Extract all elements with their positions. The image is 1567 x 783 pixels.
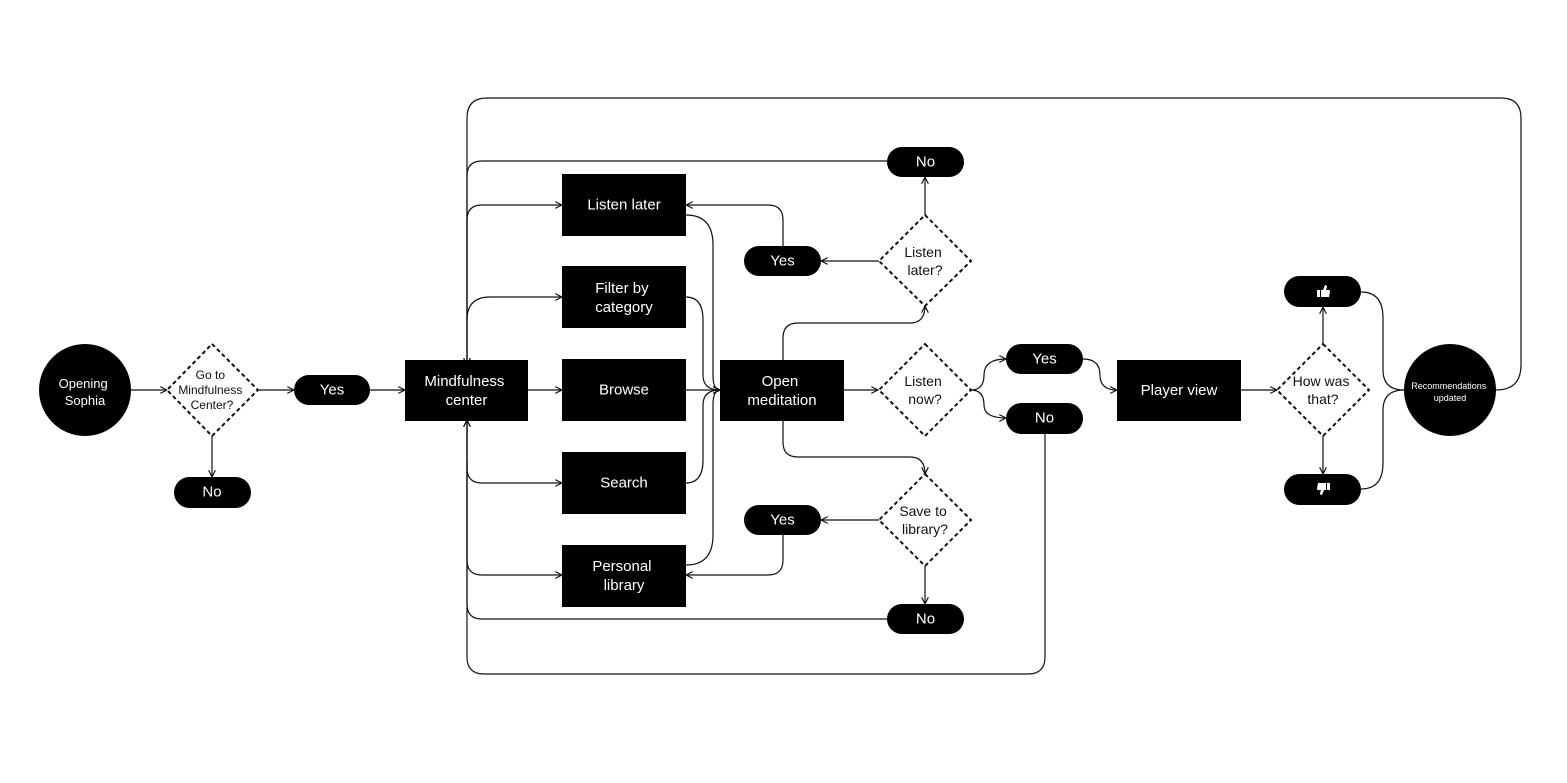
node-browse-label: Browse [599,382,649,399]
node-filter-by-category[interactable]: Filter by category [562,266,686,328]
edge-yes-now-to-player [1082,358,1117,390]
terminal-yes-listen-now-label: Yes [1032,351,1056,368]
node-listen-later-label: Listen later [587,197,660,214]
node-open-meditation-label: Open meditation [747,373,816,409]
thumbs-up-icon [1317,285,1330,297]
terminal-no-listen-later-label: No [916,154,935,171]
decision-how-was-that[interactable]: How was that? [1275,342,1371,438]
node-recommendations-updated[interactable]: Recommendations updated [1404,344,1496,436]
node-filter-by-category-label: Filter by category [595,280,653,316]
decision-listen-later-label: Listen later? [904,244,945,278]
edge-search-to-open [685,390,720,484]
node-search-label: Search [600,475,648,492]
edge-center-to-listen-later [466,205,562,380]
terminal-no-listen-now[interactable]: No [1006,403,1083,434]
edge-center-to-filter [466,297,562,321]
node-player-view[interactable]: Player view [1117,360,1241,421]
edge-center-to-search [466,420,562,483]
terminal-no-start-label: No [202,484,221,501]
node-opening-sophia[interactable]: Opening Sophia [39,344,131,436]
edge-thumbs-down-to-recommendations [1360,389,1405,490]
edge-listen-now-to-yes [970,359,1006,391]
edge-recommendations-to-center [467,97,1522,391]
node-personal-library-label: Personal library [592,558,655,594]
thumbs-down-icon [1317,483,1330,495]
terminal-thumbs-down[interactable] [1284,474,1361,505]
node-listen-later[interactable]: Listen later [562,174,686,236]
node-browse[interactable]: Browse [562,359,686,421]
node-mindfulness-center-label: Mindfulness center [424,373,508,409]
terminal-yes-save[interactable]: Yes [744,505,821,535]
decision-save-to-library[interactable]: Save to library? [877,472,973,568]
edge-center-to-personal-library [466,460,562,575]
terminal-yes-save-label: Yes [770,512,794,529]
edge-open-to-save-q [782,421,925,474]
node-opening-sophia-label: Opening Sophia [59,376,112,408]
edges [130,97,1522,675]
edge-yes-to-listen-later-box [686,205,784,246]
edge-filter-to-open [685,296,720,390]
node-open-meditation[interactable]: Open meditation [720,360,844,421]
terminal-no-listen-later[interactable]: No [887,147,964,177]
terminal-no-save-label: No [916,611,935,628]
node-mindfulness-center[interactable]: Mindfulness center [405,360,528,421]
terminal-no-listen-now-label: No [1035,410,1054,427]
decision-go-to-mindfulness-center-label: Go to Mindfulness Center? [178,368,245,412]
decision-go-to-mindfulness-center[interactable]: Go to Mindfulness Center? [165,342,260,438]
terminal-yes-start[interactable]: Yes [294,375,370,405]
node-personal-library[interactable]: Personal library [562,545,686,607]
terminal-thumbs-up[interactable] [1284,276,1361,307]
edge-personal-library-to-open [685,390,720,566]
edge-thumbs-up-to-recommendations [1360,291,1405,391]
terminal-yes-start-label: Yes [320,382,344,399]
edge-yes-save-to-personal-library [686,535,784,575]
decision-listen-now-label: Listen now? [904,373,945,407]
decision-save-to-library-label: Save to library? [899,503,950,537]
decision-listen-now[interactable]: Listen now? [877,342,973,438]
terminal-yes-listen-later-label: Yes [770,253,794,270]
node-search[interactable]: Search [562,452,686,514]
node-player-view-label: Player view [1141,382,1218,399]
terminal-no-save[interactable]: No [887,604,964,634]
terminal-yes-listen-later[interactable]: Yes [744,246,821,276]
edge-listen-now-to-no [970,389,1006,418]
decision-listen-later[interactable]: Listen later? [877,213,973,308]
terminal-yes-listen-now[interactable]: Yes [1006,344,1083,374]
node-recommendations-updated-label: Recommendations updated [1411,381,1489,403]
edge-no-now-to-center [467,420,1046,675]
terminal-no-start[interactable]: No [174,477,251,508]
edge-open-to-listen-later-q [782,306,925,360]
decision-how-was-that-label: How was that? [1293,373,1354,407]
